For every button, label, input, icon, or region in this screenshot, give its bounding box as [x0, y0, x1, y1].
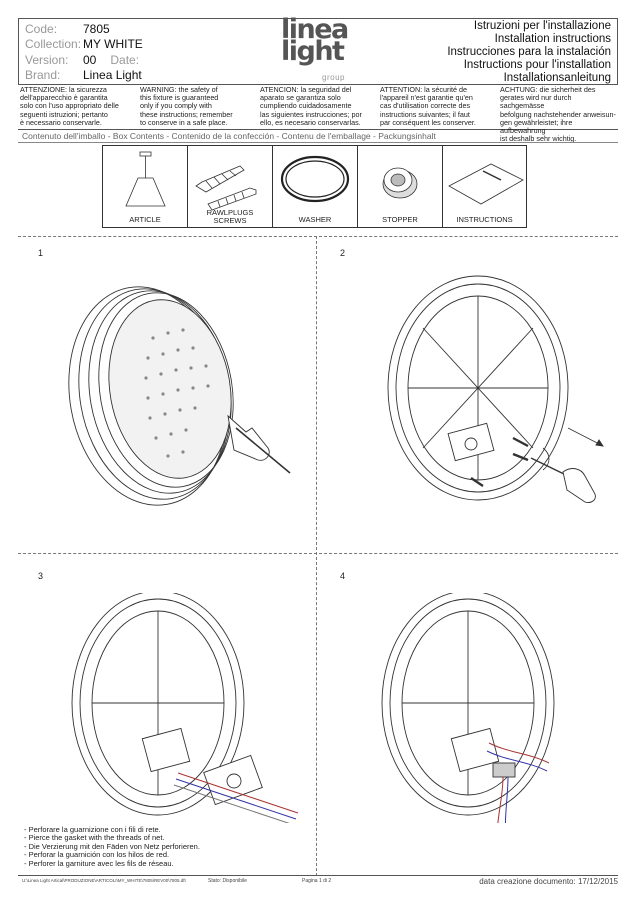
warning-line: solo con l'uso appropriato delle	[20, 101, 119, 111]
file-path: U:\Linea Light Artical\PRODUZIONE\ARTICO…	[22, 878, 186, 883]
rawlplug-screw-icon	[195, 165, 257, 211]
version-value: 00	[83, 52, 97, 67]
box-contents-title: Contenuto dell'imballo - Box Contents - …	[18, 131, 618, 143]
safety-warnings: ATTENZIONE: la sicurezza dell'apparecchi…	[18, 85, 618, 143]
step-3-illustration	[71, 593, 299, 823]
warning-line: ACHTUNG: die sicherheit des	[500, 85, 596, 94]
version-label: Version:	[25, 52, 69, 67]
warning-it: ATTENZIONE: la sicurezza dell'apparecchi…	[18, 85, 138, 129]
stopper-icon	[382, 167, 418, 199]
box-instructions: INSTRUCTIONS	[442, 145, 527, 228]
instruction-line-de: - Die Verzierung mit den Fäden von Netz …	[24, 841, 200, 851]
warning-line: seguenti istruzioni; pertanto	[20, 109, 108, 119]
warning-line: to conserve in a safe place.	[140, 117, 228, 127]
warning-es: ATENCION: la seguridad del aparato se ga…	[258, 85, 378, 129]
box-contents: ARTICLE RAWLPLUGS SCREWS	[102, 145, 527, 228]
divider-top	[18, 236, 618, 237]
creation-date: data creazione documento: 17/12/2015	[479, 877, 618, 886]
collection-label: Collection:	[25, 37, 82, 52]
step-1-illustration	[68, 286, 291, 506]
box-label: STOPPER	[382, 215, 418, 224]
box-article: ARTICLE	[102, 145, 187, 228]
box-label: ARTICLE	[129, 215, 161, 224]
warning-line: ATTENZIONE: la sicurezza	[20, 85, 107, 94]
warning-line: befolgung nachstehender anweisun-	[500, 109, 616, 119]
warning-de: ACHTUNG: die sicherheit des gerates wird…	[498, 85, 618, 143]
warning-line: only if you comply with	[140, 101, 212, 111]
logo-group: group	[322, 73, 345, 82]
box-rawlplugs-screws: RAWLPLUGS SCREWS	[187, 145, 272, 228]
pendant-lamp-icon	[125, 151, 166, 207]
footer: U:\Linea Light Artical\PRODUZIONE\ARTICO…	[18, 875, 618, 887]
warning-line: ATTENTION: la sécurité de	[380, 85, 467, 94]
washer-ring-icon	[280, 155, 350, 203]
step-number-2: 2	[340, 248, 346, 258]
warning-line: this fixture is guaranteed	[140, 93, 219, 103]
step-number-3: 3	[38, 571, 44, 581]
warning-line: ATENCION: la seguridad del	[260, 85, 352, 94]
warning-line: these instructions; remember	[140, 109, 233, 119]
code-label: Code:	[25, 21, 58, 36]
warning-line: aparato se garantiza solo	[260, 93, 341, 103]
date-label: Date:	[110, 52, 140, 67]
collection-value: MY WHITE	[83, 37, 143, 52]
install-title-en: Installation instructions	[494, 33, 611, 45]
warning-line: gen gewährleistet; ihre aufbewahrung	[500, 117, 573, 136]
divider-vertical	[316, 236, 317, 876]
box-label-screws: SCREWS	[213, 216, 247, 225]
warning-line: gerates wird nur durch sachgemässe	[500, 93, 572, 111]
warning-line: cas d'utilisation correcte des	[380, 101, 471, 111]
step-2-illustration	[387, 275, 604, 503]
step-number-1: 1	[38, 248, 44, 258]
warning-line: WARNING: the safety of	[140, 85, 218, 94]
gasket-instructions: - Perforare la guarnizione con i fili di…	[24, 825, 200, 868]
box-label-rawlplugs: RAWLPLUGS	[206, 208, 254, 217]
warning-line: dell'apparecchio è garantita	[20, 93, 108, 103]
code-value: 7805	[83, 21, 110, 36]
box-label: RAWLPLUGS SCREWS	[188, 209, 272, 225]
box-washer: WASHER	[272, 145, 357, 228]
box-stopper: STOPPER	[357, 145, 442, 228]
warning-line: ello, es necesario conservarlas.	[260, 117, 361, 127]
install-title-fr: Instructions pour l'installation	[463, 59, 611, 71]
warning-line: l'appareil n'est garantie qu'en	[380, 93, 473, 103]
install-title-it: Istruzioni per l'installazione	[473, 20, 611, 32]
instruction-line-fr: - Perforer la garniture avec les fils de…	[24, 858, 174, 868]
header: Code: 7805 Collection: MY WHITE Version:…	[18, 14, 618, 85]
document-status: Stato: Disponibile	[208, 878, 247, 884]
product-info: Code: 7805 Collection: MY WHITE Version:…	[25, 21, 295, 83]
logo-line-1: linea	[281, 14, 349, 45]
linea-light-logo: linea light group	[281, 14, 361, 83]
instruction-sheet: Code: 7805 Collection: MY WHITE Version:…	[18, 14, 618, 887]
instruction-line-es: - Perforar la guarnición con los hilos d…	[24, 850, 170, 860]
warning-line: par conséquent les conserver.	[380, 117, 476, 127]
box-label: INSTRUCTIONS	[456, 215, 513, 224]
instructions-sheet-icon	[448, 163, 524, 205]
install-title-de: Installationsanleitung	[503, 72, 611, 84]
instruction-line-en: - Pierce the gasket with the threads of …	[24, 833, 165, 843]
warning-fr: ATTENTION: la sécurité de l'appareil n'e…	[378, 85, 498, 129]
install-titles: Istruzioni per l'installazione Installat…	[447, 20, 611, 85]
brand-label: Brand:	[25, 68, 61, 83]
page-number: Pagina 1 di 2	[302, 878, 332, 884]
step-4-illustration	[381, 593, 555, 823]
install-title-es: Instrucciones para la instalación	[447, 46, 611, 58]
warning-line: cumpliendo cuidadosamente	[260, 101, 352, 111]
logo-line-2: light	[281, 36, 345, 67]
warning-line: ist deshalb sehr wichtig.	[500, 134, 577, 144]
warning-line: è necessario conservarle.	[20, 117, 102, 127]
instruction-line-it: - Perforare la guarnizione con i fili di…	[24, 825, 161, 834]
box-label: WASHER	[298, 215, 332, 224]
divider-middle	[18, 553, 618, 554]
warning-line: las siguientes instrucciones; por	[260, 109, 362, 119]
warning-en: WARNING: the safety of this fixture is g…	[138, 85, 258, 129]
step-number-4: 4	[340, 571, 346, 581]
brand-value: Linea Light	[83, 68, 142, 83]
warning-line: instructions suivantes; il faut	[380, 109, 470, 119]
